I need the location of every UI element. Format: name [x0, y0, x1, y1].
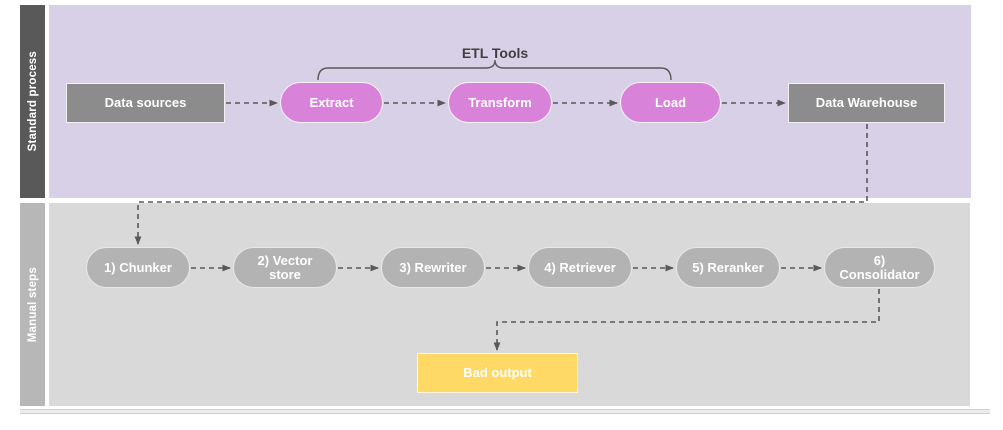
node-retriever[interactable]: 4) Retriever — [528, 247, 632, 288]
node-rewriter-label: 3) Rewriter — [399, 259, 467, 275]
lane-header-standard-process: Standard process — [20, 5, 45, 198]
node-bad-output-label: Bad output — [463, 365, 532, 380]
diagram-bottom-divider — [20, 409, 990, 414]
node-chunker-label: 1) Chunker — [104, 259, 172, 275]
node-chunker[interactable]: 1) Chunker — [86, 247, 190, 288]
node-extract-label: Extract — [309, 94, 354, 110]
node-vector-store-label-line1: 2) Vector — [257, 252, 313, 268]
lane-label-standard-process: Standard process — [26, 51, 39, 152]
node-transform-label: Transform — [468, 94, 532, 110]
etl-tools-label: ETL Tools — [461, 45, 529, 61]
node-load[interactable]: Load — [620, 82, 721, 123]
node-data-sources-label: Data sources — [104, 95, 187, 110]
node-consolidator-label-line2: Consolidator — [839, 266, 920, 282]
node-vector-store-label-line2: store — [269, 266, 301, 282]
lane-label-manual-steps: Manual steps — [26, 266, 39, 343]
node-bad-output[interactable]: Bad output — [417, 353, 578, 393]
node-data-warehouse-label: Data Warehouse — [815, 95, 918, 110]
node-consolidator-label: 6) Consolidator — [839, 252, 920, 282]
node-rewriter[interactable]: 3) Rewriter — [381, 247, 485, 288]
node-vector-store-label: 2) Vector store — [257, 252, 313, 282]
node-retriever-label: 4) Retriever — [544, 259, 616, 275]
node-consolidator-label-line1: 6) — [873, 252, 886, 268]
node-reranker[interactable]: 5) Reranker — [676, 247, 780, 288]
node-vector-store[interactable]: 2) Vector store — [233, 247, 337, 288]
node-data-sources[interactable]: Data sources — [66, 83, 225, 123]
node-transform[interactable]: Transform — [448, 82, 552, 123]
node-extract[interactable]: Extract — [280, 82, 383, 123]
node-consolidator[interactable]: 6) Consolidator — [824, 247, 935, 288]
node-load-label: Load — [654, 94, 687, 110]
lane-header-manual-steps: Manual steps — [20, 203, 45, 406]
node-reranker-label: 5) Reranker — [692, 259, 764, 275]
node-data-warehouse[interactable]: Data Warehouse — [788, 83, 945, 123]
